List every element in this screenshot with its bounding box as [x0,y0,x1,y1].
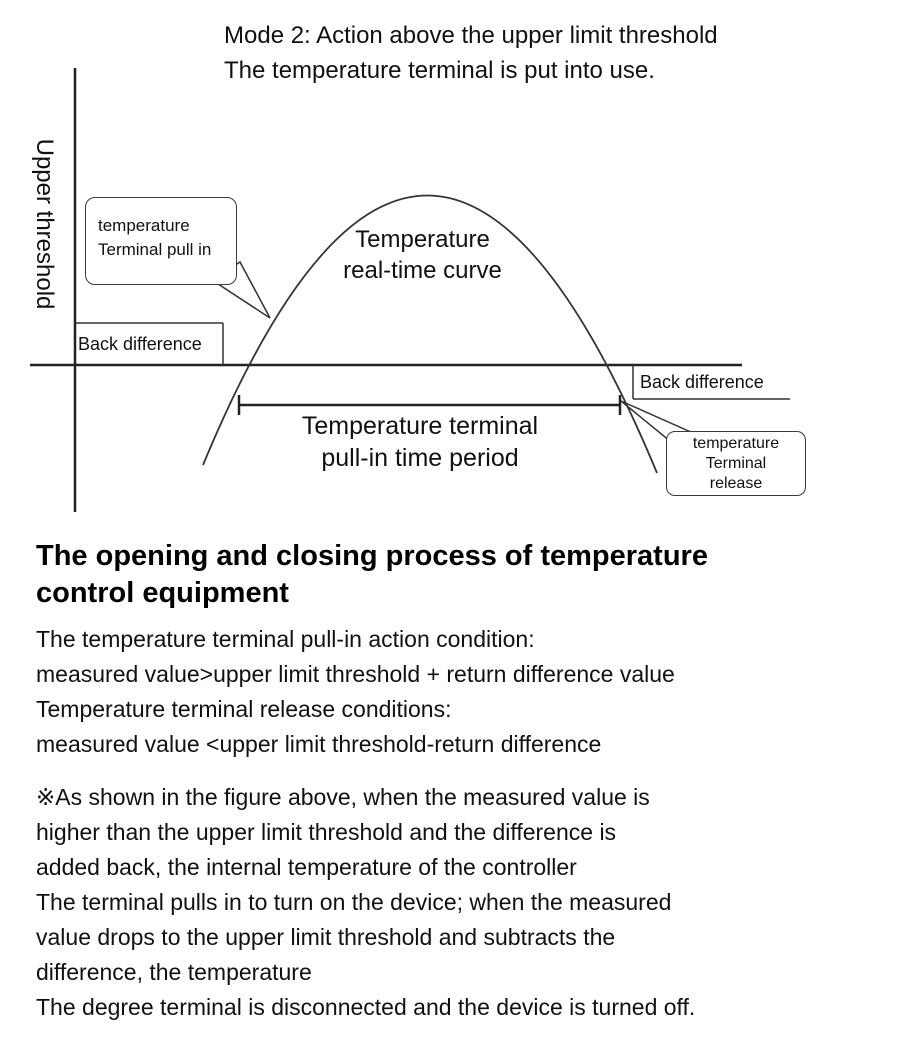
curve-label: Temperature real-time curve [343,226,502,284]
callout-terminal-release: temperature Terminal release [666,431,806,496]
back-difference-left-label: Back difference [78,334,202,354]
pull-in-period-label: Temperature terminal pull-in time period [301,412,539,472]
note-paragraph: ※As shown in the figure above, when the … [36,784,696,1020]
callout-terminal-pull-in: temperature Terminal pull in [85,197,237,285]
temperature-diagram: Upper threshold temperature Terminal pul… [30,68,806,512]
section-heading: The opening and closing process of tempe… [36,540,708,609]
conditions-paragraph: The temperature terminal pull-in action … [36,626,675,757]
y-axis-label: Upper threshold [31,138,58,310]
temperature-curve [202,194,658,474]
back-difference-right-label: Back difference [640,372,764,392]
diagram-title: Mode 2: Action above the upper limit thr… [224,22,718,84]
